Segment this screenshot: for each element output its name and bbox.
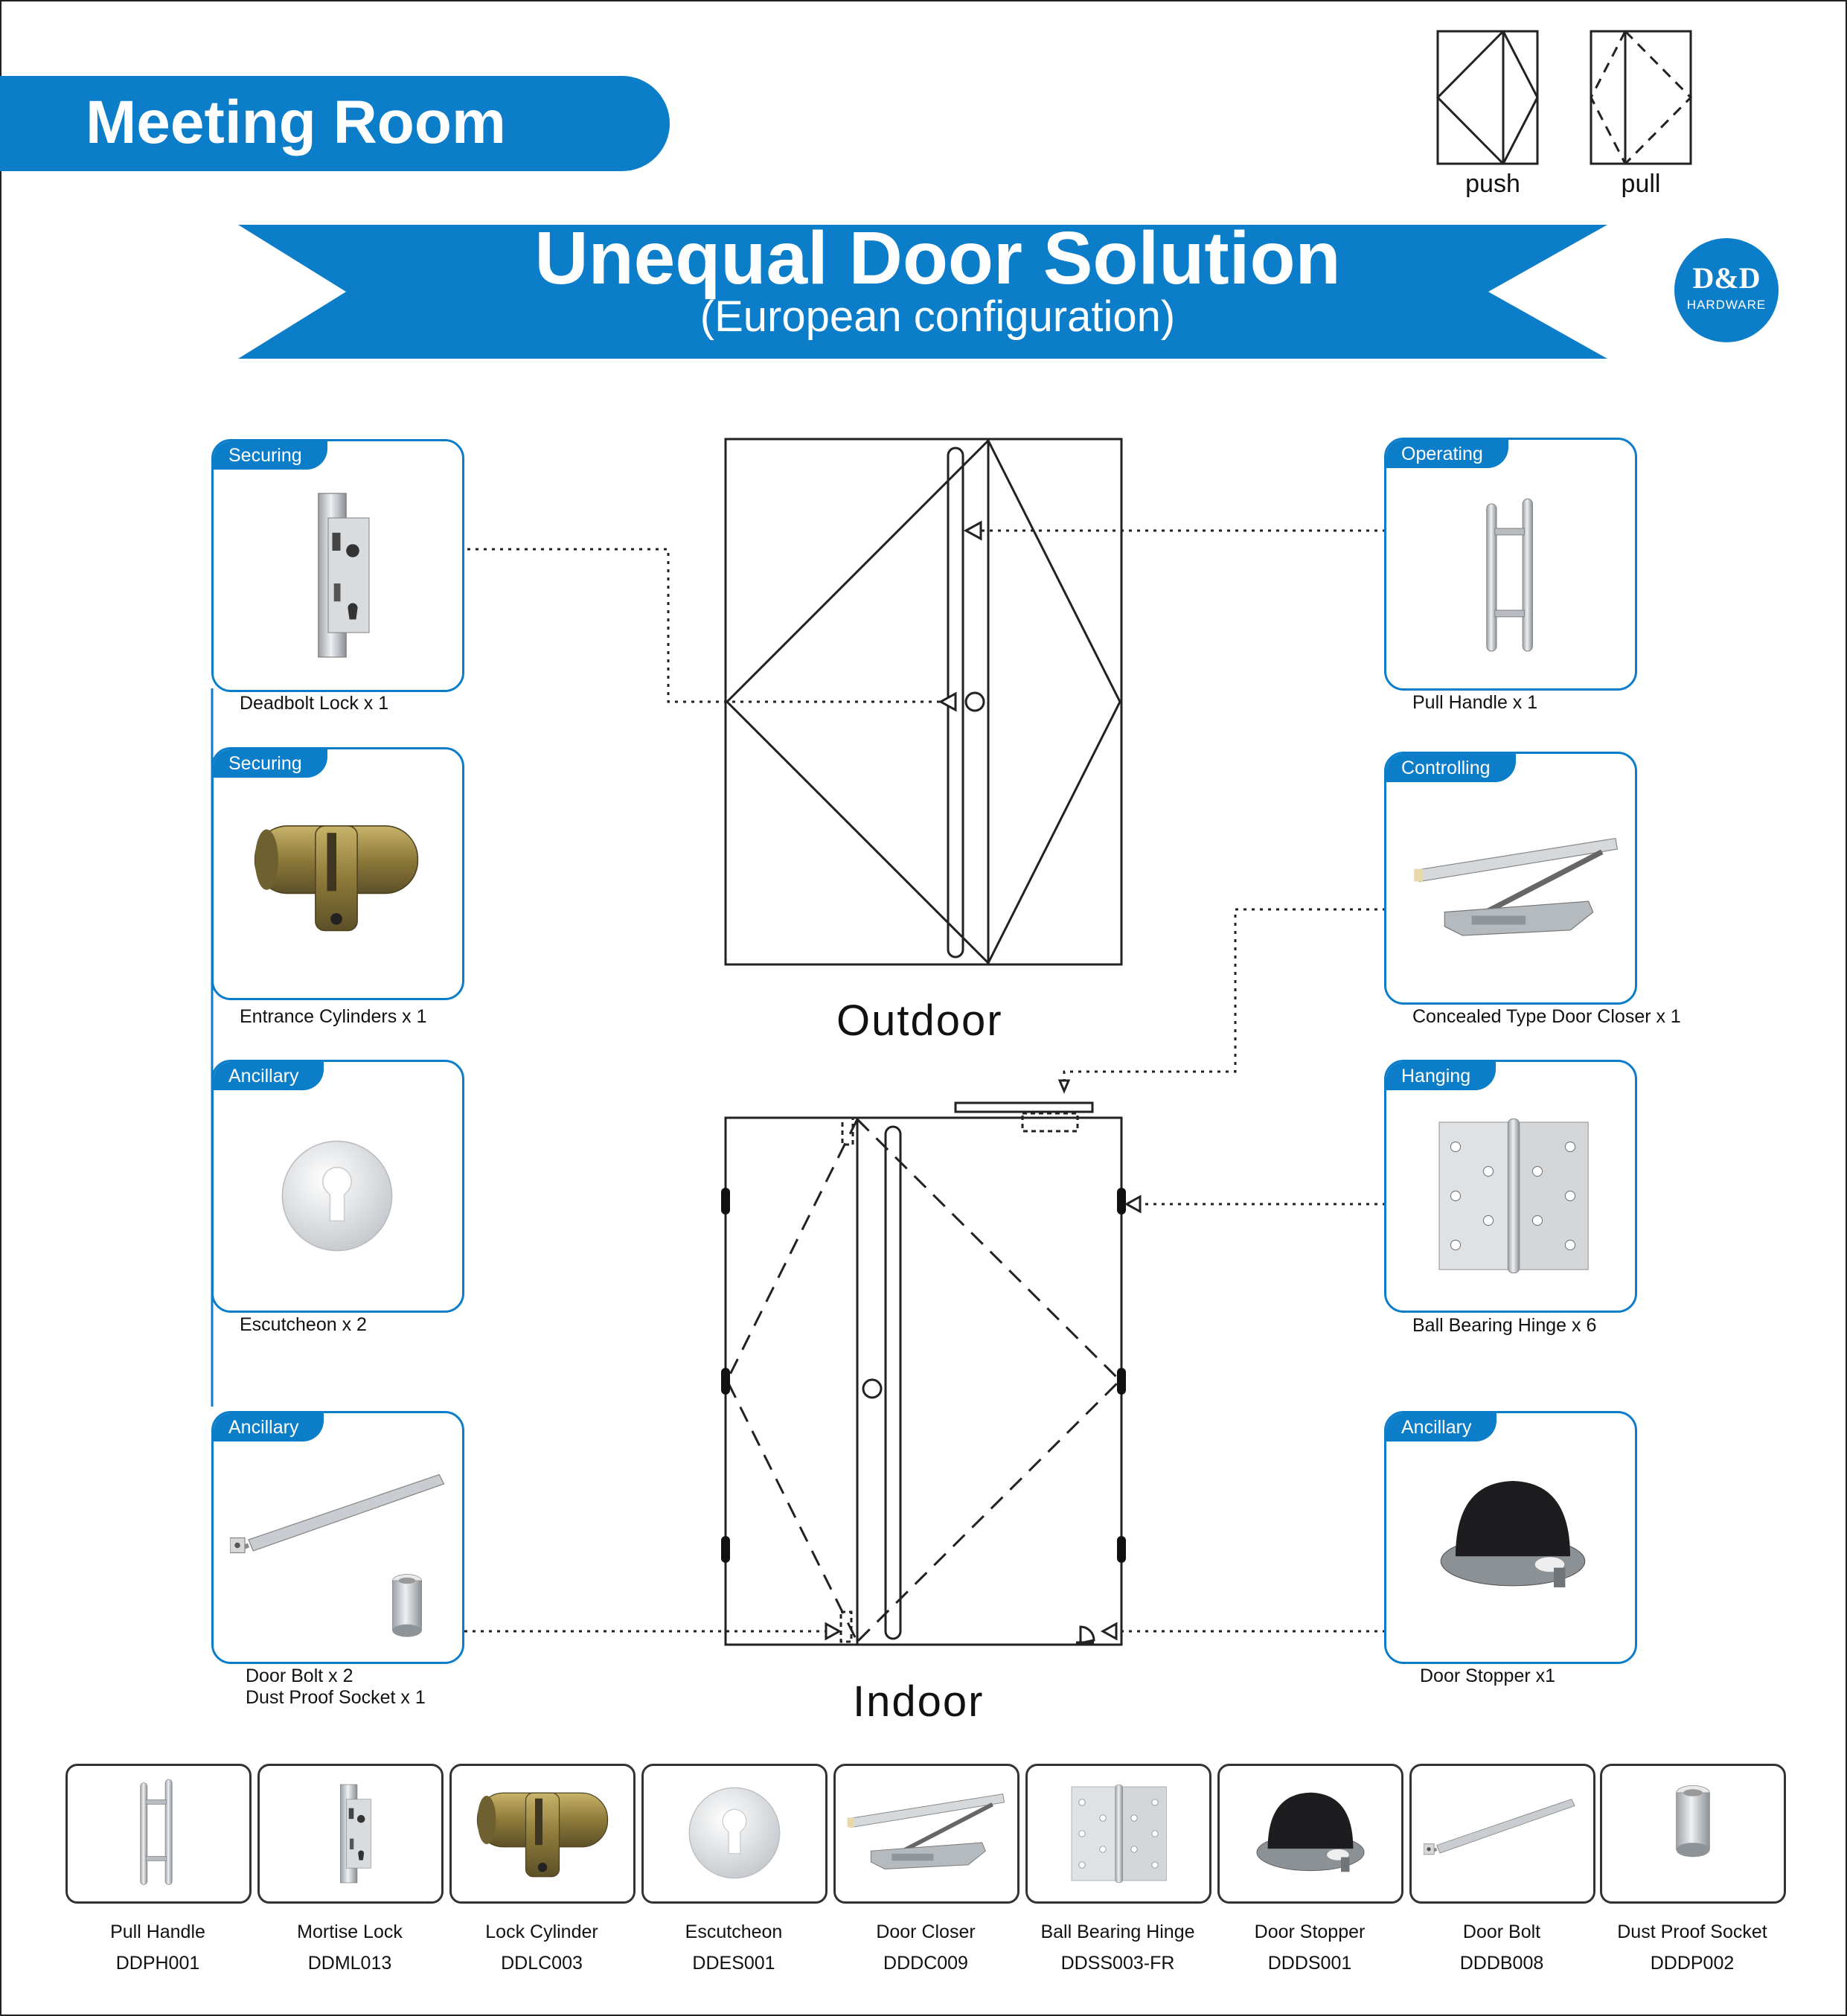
card-category-tag: Securing (214, 749, 327, 778)
section-title: Meeting Room (86, 89, 506, 156)
push-legend-icon (1436, 30, 1539, 165)
door-bolt-icon (214, 1413, 462, 1637)
card-category-tag: Ancillary (214, 1062, 324, 1090)
door-closer-icon (1386, 754, 1635, 1002)
card-hinge[interactable]: Hanging (1384, 1060, 1637, 1313)
door-stopper-icon (1256, 1792, 1365, 1872)
catalog-item-name: Door Closer (876, 1921, 976, 1942)
card-caption-line1: Door Bolt x 2 (246, 1665, 353, 1686)
logo-main-text: D&D (1692, 261, 1761, 295)
catalog-item-code: DDDB008 (1459, 1953, 1544, 1974)
banner-title: Unequal Door Solution (534, 217, 1341, 300)
catalog-item-name: Door Bolt (1462, 1921, 1541, 1942)
indoor-label: Indoor (853, 1677, 985, 1726)
card-category-tag: Ancillary (1386, 1413, 1497, 1441)
catalog-item-code: DDDC009 (883, 1953, 968, 1974)
card-caption: Entrance Cylinders x 1 (240, 1006, 427, 1027)
pull-legend-label: pull (1621, 170, 1661, 198)
hinge-icon (1438, 1118, 1589, 1274)
hinge-icon (1071, 1784, 1167, 1884)
pull-handle-icon (1486, 498, 1534, 652)
catalog-item-code: DDML013 (307, 1953, 392, 1974)
catalog-item-door-stopper[interactable] (1217, 1764, 1403, 1904)
catalog-item-code: DDDS001 (1267, 1953, 1352, 1974)
title-banner (238, 225, 1607, 359)
card-entrance-cylinder[interactable]: Securing (211, 747, 464, 1000)
card-category-tag: Hanging (1386, 1062, 1497, 1090)
escutcheon-icon (688, 1787, 781, 1879)
door-stopper-icon (1440, 1480, 1586, 1588)
catalog-item-code: DDES001 (692, 1953, 775, 1974)
indoor-door (724, 1101, 1123, 1646)
card-caption-line2: Dust Proof Socket x 1 (246, 1687, 426, 1708)
catalog-item-mortise-lock[interactable] (257, 1764, 444, 1904)
card-door-stopper[interactable]: Ancillary (1384, 1411, 1637, 1664)
dust-socket-icon (1676, 1785, 1710, 1857)
card-caption: Ball Bearing Hinge x 6 (1412, 1315, 1597, 1336)
catalog-item-code: DDPH001 (115, 1953, 200, 1974)
pull-handle-icon (140, 1779, 173, 1885)
card-category-tag: Operating (1386, 440, 1508, 468)
card-door-bolt[interactable]: Ancillary (211, 1411, 464, 1664)
card-deadbolt-lock[interactable]: Securing (211, 439, 464, 692)
lock-cylinder-icon (254, 825, 419, 932)
catalog-item-name: Escutcheon (685, 1921, 783, 1942)
catalog-item-door-closer[interactable] (833, 1764, 1019, 1904)
catalog-item-name: Pull Handle (110, 1921, 205, 1942)
card-pull-handle[interactable]: Operating (1384, 438, 1637, 691)
catalog-item-name: Dust Proof Socket (1617, 1921, 1767, 1942)
catalog-item-code: DDDP002 (1650, 1953, 1735, 1974)
card-caption: Escutcheon x 2 (240, 1314, 367, 1335)
catalog-item-name: Door Stopper (1254, 1921, 1366, 1942)
catalog-item-name: Mortise Lock (297, 1921, 403, 1942)
door-diagram (211, 438, 1386, 1646)
card-escutcheon[interactable]: Ancillary (211, 1060, 464, 1313)
catalog-item-name: Lock Cylinder (485, 1921, 598, 1942)
mortise-lock-icon (340, 1784, 371, 1884)
catalog-item-code: DDSS003-FR (1060, 1953, 1175, 1974)
pull-legend-icon (1590, 30, 1693, 165)
card-caption: Deadbolt Lock x 1 (240, 693, 389, 714)
logo-sub-text: HARDWARE (1686, 298, 1767, 312)
card-caption: Pull Handle x 1 (1412, 692, 1538, 713)
brand-logo: D&D HARDWARE (1674, 238, 1779, 342)
banner-subtitle: (European configuration) (700, 292, 1176, 341)
card-category-tag: Ancillary (214, 1413, 324, 1441)
catalog-item-name: Ball Bearing Hinge (1040, 1921, 1195, 1942)
hinge-markers (721, 1188, 1126, 1563)
catalog-item-lock-cylinder[interactable] (449, 1764, 636, 1904)
escutcheon-icon (281, 1140, 393, 1252)
lock-cylinder-icon (476, 1792, 609, 1878)
catalog-item-dust-socket[interactable] (1600, 1764, 1786, 1904)
door-closer-icon (836, 1766, 1017, 1901)
door-bolt-icon (1412, 1766, 1593, 1901)
push-legend-label: push (1465, 170, 1520, 198)
section-title-tab (0, 76, 670, 171)
card-category-tag: Securing (214, 441, 327, 470)
card-category-tag: Controlling (1386, 754, 1516, 782)
card-door-closer[interactable]: Controlling (1384, 752, 1637, 1005)
mortise-lock-icon (318, 493, 370, 658)
card-caption: Door Stopper x1 (1420, 1665, 1556, 1686)
catalog-item-hinge[interactable] (1025, 1764, 1211, 1904)
catalog-item-code: DDLC003 (501, 1953, 583, 1974)
catalog-item-pull-handle[interactable] (65, 1764, 252, 1904)
connector-lines (464, 529, 1386, 1633)
catalog-item-door-bolt[interactable] (1409, 1764, 1595, 1904)
catalog-item-escutcheon[interactable] (641, 1764, 828, 1904)
card-caption: Concealed Type Door Closer x 1 (1412, 1006, 1681, 1027)
outdoor-label: Outdoor (836, 996, 1003, 1045)
